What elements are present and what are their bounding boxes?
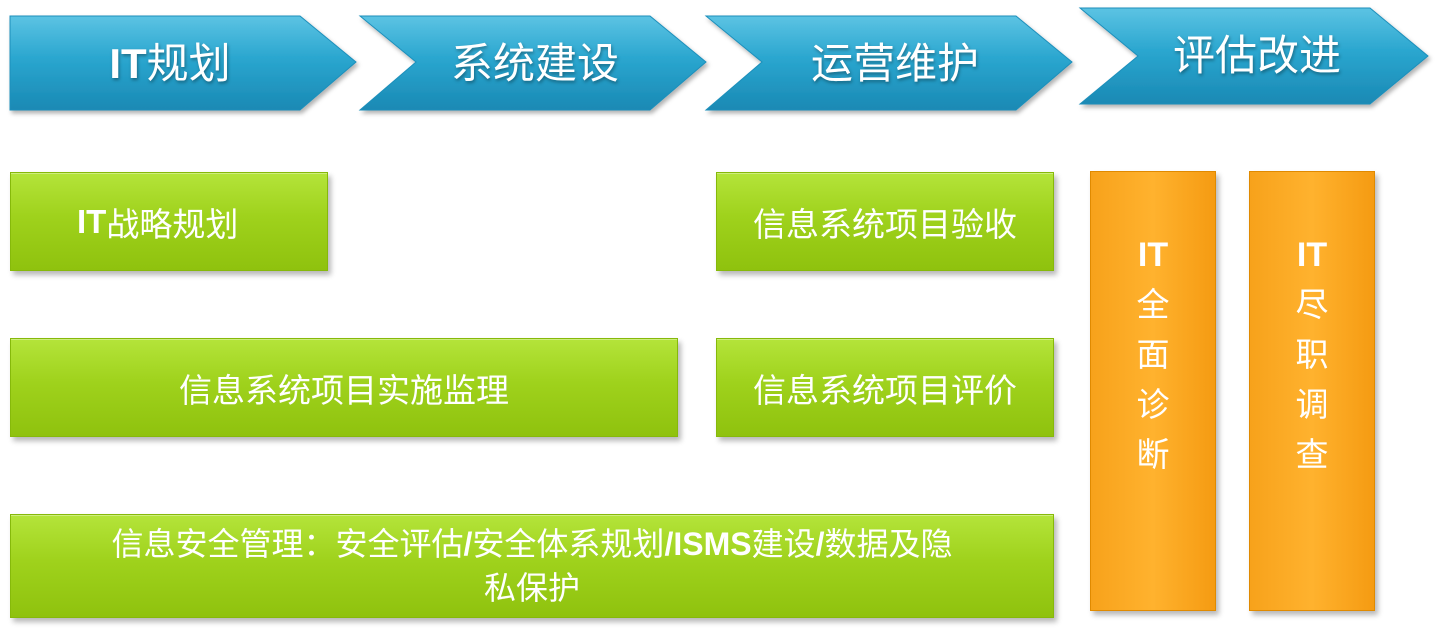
process-chevrons — [9, 7, 1429, 111]
box-it-comprehensive-diagnosis: IT 全 面 诊 断 — [1090, 171, 1216, 611]
box-implementation-supervision: 信息系统项目实施监理 — [10, 338, 678, 437]
box-project-acceptance: 信息系统项目验收 — [716, 172, 1054, 271]
security-line-2: 私保护 — [483, 569, 580, 607]
box-security-management: 信息安全管理：安全评估/安全体系规划/ISMS建设/数据及隐 私保护 — [10, 514, 1054, 618]
stage-label-evaluation: 评估改进 — [1172, 31, 1341, 80]
stage-label-it-planning: IT规划 — [109, 39, 231, 88]
chevron-stage-2 — [358, 15, 707, 111]
chevron-stage-3 — [704, 15, 1073, 111]
box-it-due-diligence: IT 尽 职 调 查 — [1249, 171, 1375, 611]
box-project-evaluation: 信息系统项目评价 — [716, 338, 1054, 437]
stage-label-operations: 运营维护 — [810, 39, 979, 88]
chevron-stage-1 — [9, 15, 357, 111]
stage-label-system-build: 系统建设 — [450, 39, 619, 88]
chevron-stage-4 — [1078, 7, 1429, 105]
security-line-1: 信息安全管理：安全评估/安全体系规划/ISMS建设/数据及隐 — [111, 525, 953, 563]
